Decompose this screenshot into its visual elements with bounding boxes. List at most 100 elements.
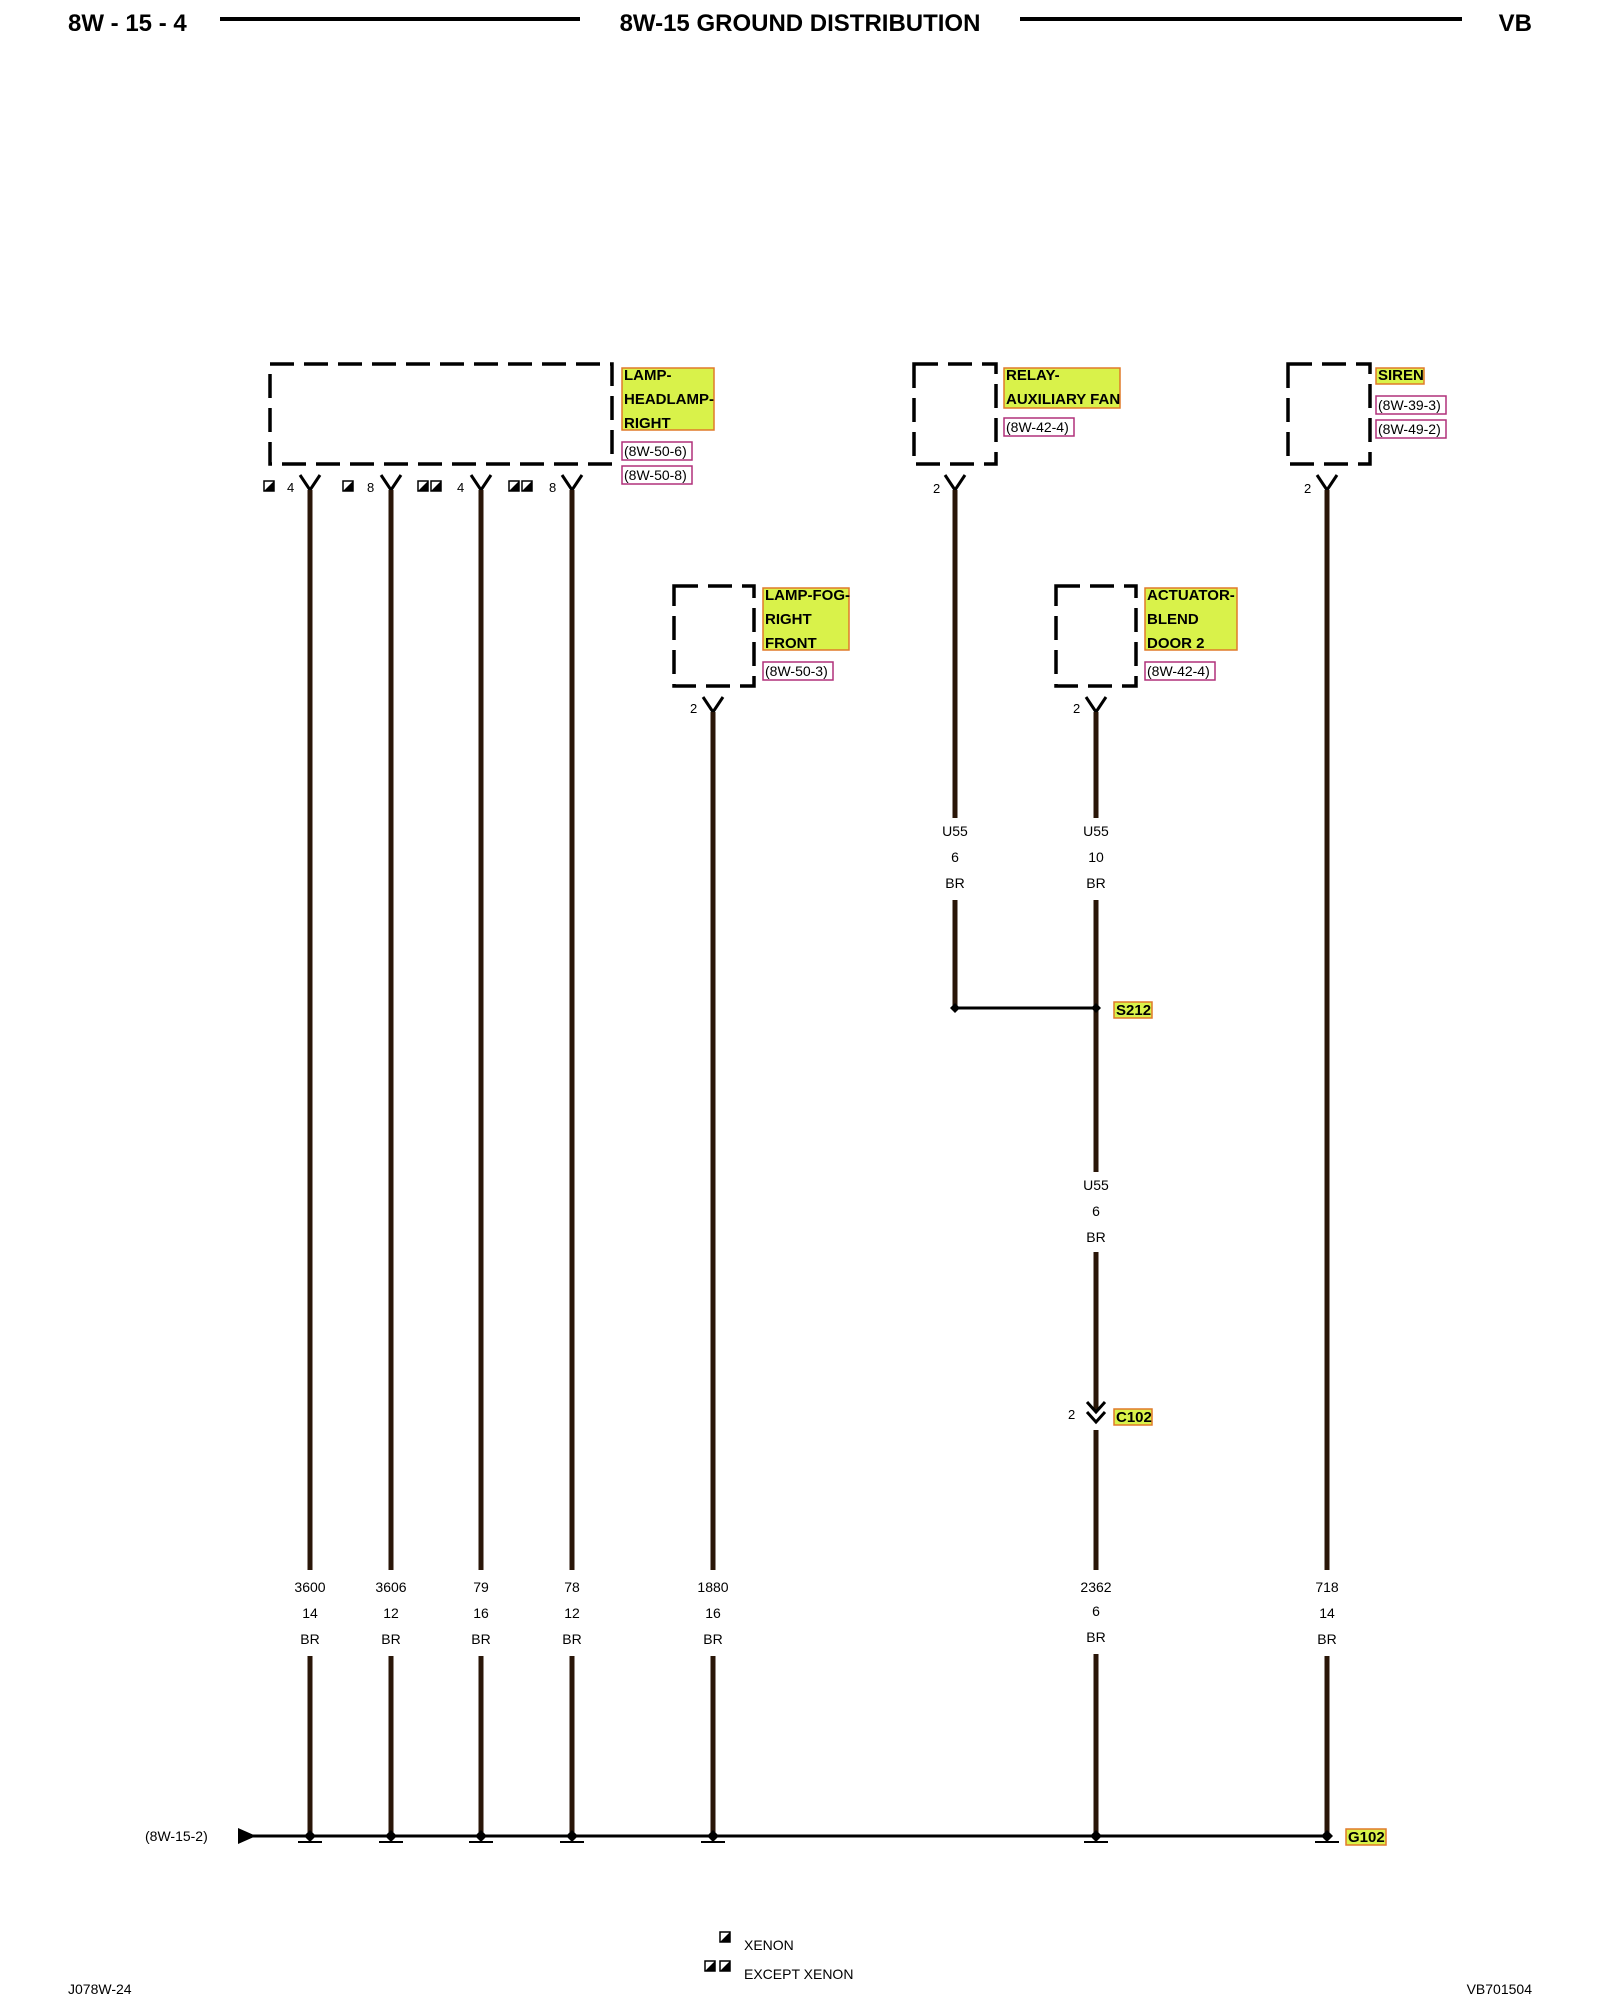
- wire-78-color: BR: [562, 1631, 581, 1647]
- siren-component[interactable]: SIREN (8W-39-3) (8W-49-2) 2: [1286, 362, 1447, 496]
- pin-terminal-icon: [1084, 696, 1108, 715]
- headlamp-pin-a: 4: [287, 480, 294, 495]
- pin-terminal-icon: [379, 474, 403, 493]
- actuator-pin: 2: [1073, 701, 1080, 716]
- label-gap: [1066, 1570, 1126, 1650]
- relay-box: [912, 362, 998, 466]
- xenon-marker-fill-icon: [343, 481, 353, 491]
- headlamp-ref-2[interactable]: (8W-50-8): [624, 467, 687, 483]
- wire-3606-color: BR: [381, 1631, 400, 1647]
- pin-terminal-icon: [943, 474, 967, 493]
- actuator-ref[interactable]: (8W-42-4): [1147, 663, 1210, 679]
- wire-1880-gauge: 16: [705, 1605, 721, 1621]
- wire-3606-circuit: 3606: [375, 1579, 406, 1595]
- relay-u55-color: BR: [945, 875, 964, 891]
- actuator-u55-circuit: U55: [1083, 823, 1109, 839]
- splice-u55-circuit: U55: [1083, 1177, 1109, 1193]
- connector-label: C102: [1116, 1409, 1152, 1426]
- headlamp-pins: 4 8 4 8: [263, 480, 556, 495]
- page-number: 8W - 15 - 4: [68, 10, 187, 37]
- siren-label-highlight: [1375, 367, 1425, 385]
- wire-78-circuit: 78: [564, 1579, 580, 1595]
- fog-lamp-component[interactable]: LAMP-FOG- RIGHT FRONT (8W-50-3) 2: [672, 584, 850, 716]
- wire-segments: [307, 490, 1330, 1570]
- ground-label: G102: [1348, 1829, 1385, 1846]
- model-code: VB: [1499, 10, 1532, 37]
- siren-ref-1-box: [1375, 395, 1447, 415]
- wire-labels-lower: 3600 14 BR 3606 12 BR 79 16 BR 78 12 BR …: [294, 1579, 1338, 1647]
- siren-pin: 2: [1304, 481, 1311, 496]
- junction-node-icon: [1321, 1830, 1333, 1842]
- fog-lamp-label-highlight: [762, 587, 850, 651]
- wire-3606-gauge: 12: [383, 1605, 399, 1621]
- relay-ref[interactable]: (8W-42-4): [1006, 419, 1069, 435]
- splice-node-icon: [950, 1003, 960, 1013]
- relay-label-line-2: AUXILIARY FAN: [1006, 391, 1120, 408]
- except-xenon-legend-fill-icon: [705, 1961, 715, 1971]
- actuator-u55-color: BR: [1086, 875, 1105, 891]
- actuator-u55-gauge: 10: [1088, 849, 1104, 865]
- actuator-box: [1054, 584, 1138, 688]
- connector-c102[interactable]: 2 C102: [1068, 1400, 1153, 1426]
- actuator-label-highlight: [1144, 587, 1238, 651]
- except-xenon-marker-fill-icon: [418, 481, 428, 491]
- connector-pin: 2: [1068, 1407, 1075, 1422]
- splice-label-highlight: [1113, 1001, 1153, 1019]
- siren-ref-2[interactable]: (8W-49-2): [1378, 421, 1441, 437]
- relay-ref-box: [1003, 417, 1075, 437]
- junction-node-icon: [304, 1830, 316, 1842]
- fog-lamp-pin: 2: [690, 701, 697, 716]
- ground-bus[interactable]: (8W-15-2) G102: [145, 1828, 1387, 1846]
- except-xenon-marker-fill-icon: [522, 481, 532, 491]
- actuator-label-line-3: DOOR 2: [1147, 635, 1205, 652]
- label-gap: [683, 1570, 743, 1650]
- junction-node-icon: [566, 1830, 578, 1842]
- wire-1880-color: BR: [703, 1631, 722, 1647]
- actuator-component[interactable]: ACTUATOR- BLEND DOOR 2 (8W-42-4) 2: [1054, 584, 1238, 716]
- except-xenon-legend-fill-icon: [720, 1961, 730, 1971]
- splice-u55-gauge: 6: [1092, 1203, 1100, 1219]
- fog-lamp-label-line-2: RIGHT: [765, 611, 812, 628]
- splice-s212[interactable]: S212: [950, 1001, 1153, 1019]
- fog-lamp-label-line-1: LAMP-FOG-: [765, 587, 850, 604]
- splice-label: S212: [1116, 1002, 1151, 1019]
- ground-label-highlight: [1345, 1828, 1387, 1846]
- actuator-label-line-2: BLEND: [1147, 611, 1199, 628]
- headlamp-ref-1[interactable]: (8W-50-6): [624, 443, 687, 459]
- xenon-legend-fill-icon: [720, 1932, 730, 1942]
- footer-right-code: VB701504: [1467, 1981, 1533, 1997]
- wire-79-gauge: 16: [473, 1605, 489, 1621]
- wire-718-gauge: 14: [1319, 1605, 1335, 1621]
- legend-except-xenon: EXCEPT XENON: [744, 1966, 853, 1982]
- pin-terminal-icon: [560, 474, 584, 493]
- except-xenon-marker-fill-icon: [431, 481, 441, 491]
- wire-718-color: BR: [1317, 1631, 1336, 1647]
- pin-terminal-icon: [1315, 474, 1339, 493]
- ground-ref[interactable]: (8W-15-2): [145, 1828, 208, 1844]
- headlamp-label-line-2: HEADLAMP-: [624, 391, 714, 408]
- label-gap: [361, 1570, 421, 1650]
- wire-3600-circuit: 3600: [294, 1579, 325, 1595]
- siren-box: [1286, 362, 1372, 466]
- fog-lamp-box: [672, 584, 756, 688]
- relay-label-line-1: RELAY-: [1006, 367, 1060, 384]
- relay-pin: 2: [933, 481, 940, 496]
- connector-chevron-icon: [1085, 1410, 1107, 1425]
- pin-terminal-icon: [469, 474, 493, 493]
- headlamp-component[interactable]: LAMP- HEADLAMP- RIGHT (8W-50-6) (8W-50-8…: [268, 362, 715, 485]
- wire-2362-circuit: 2362: [1080, 1579, 1111, 1595]
- fog-lamp-ref-box: [762, 661, 834, 681]
- fog-lamp-label-line-3: FRONT: [765, 635, 817, 652]
- label-gaps: [280, 1570, 1357, 1650]
- headlamp-pin-c: 4: [457, 480, 464, 495]
- wire-2362-gauge: 6: [1092, 1603, 1100, 1619]
- xenon-marker-fill-icon: [264, 481, 274, 491]
- siren-label: SIREN: [1378, 367, 1424, 384]
- siren-ref-1[interactable]: (8W-39-3): [1378, 397, 1441, 413]
- wire-79-color: BR: [471, 1631, 490, 1647]
- relay-component[interactable]: RELAY- AUXILIARY FAN (8W-42-4) 2: [912, 362, 1121, 496]
- headlamp-label-highlight: [621, 367, 715, 431]
- fog-lamp-ref[interactable]: (8W-50-3): [765, 663, 828, 679]
- headlamp-pin-d: 8: [549, 480, 556, 495]
- relay-u55-circuit: U55: [942, 823, 968, 839]
